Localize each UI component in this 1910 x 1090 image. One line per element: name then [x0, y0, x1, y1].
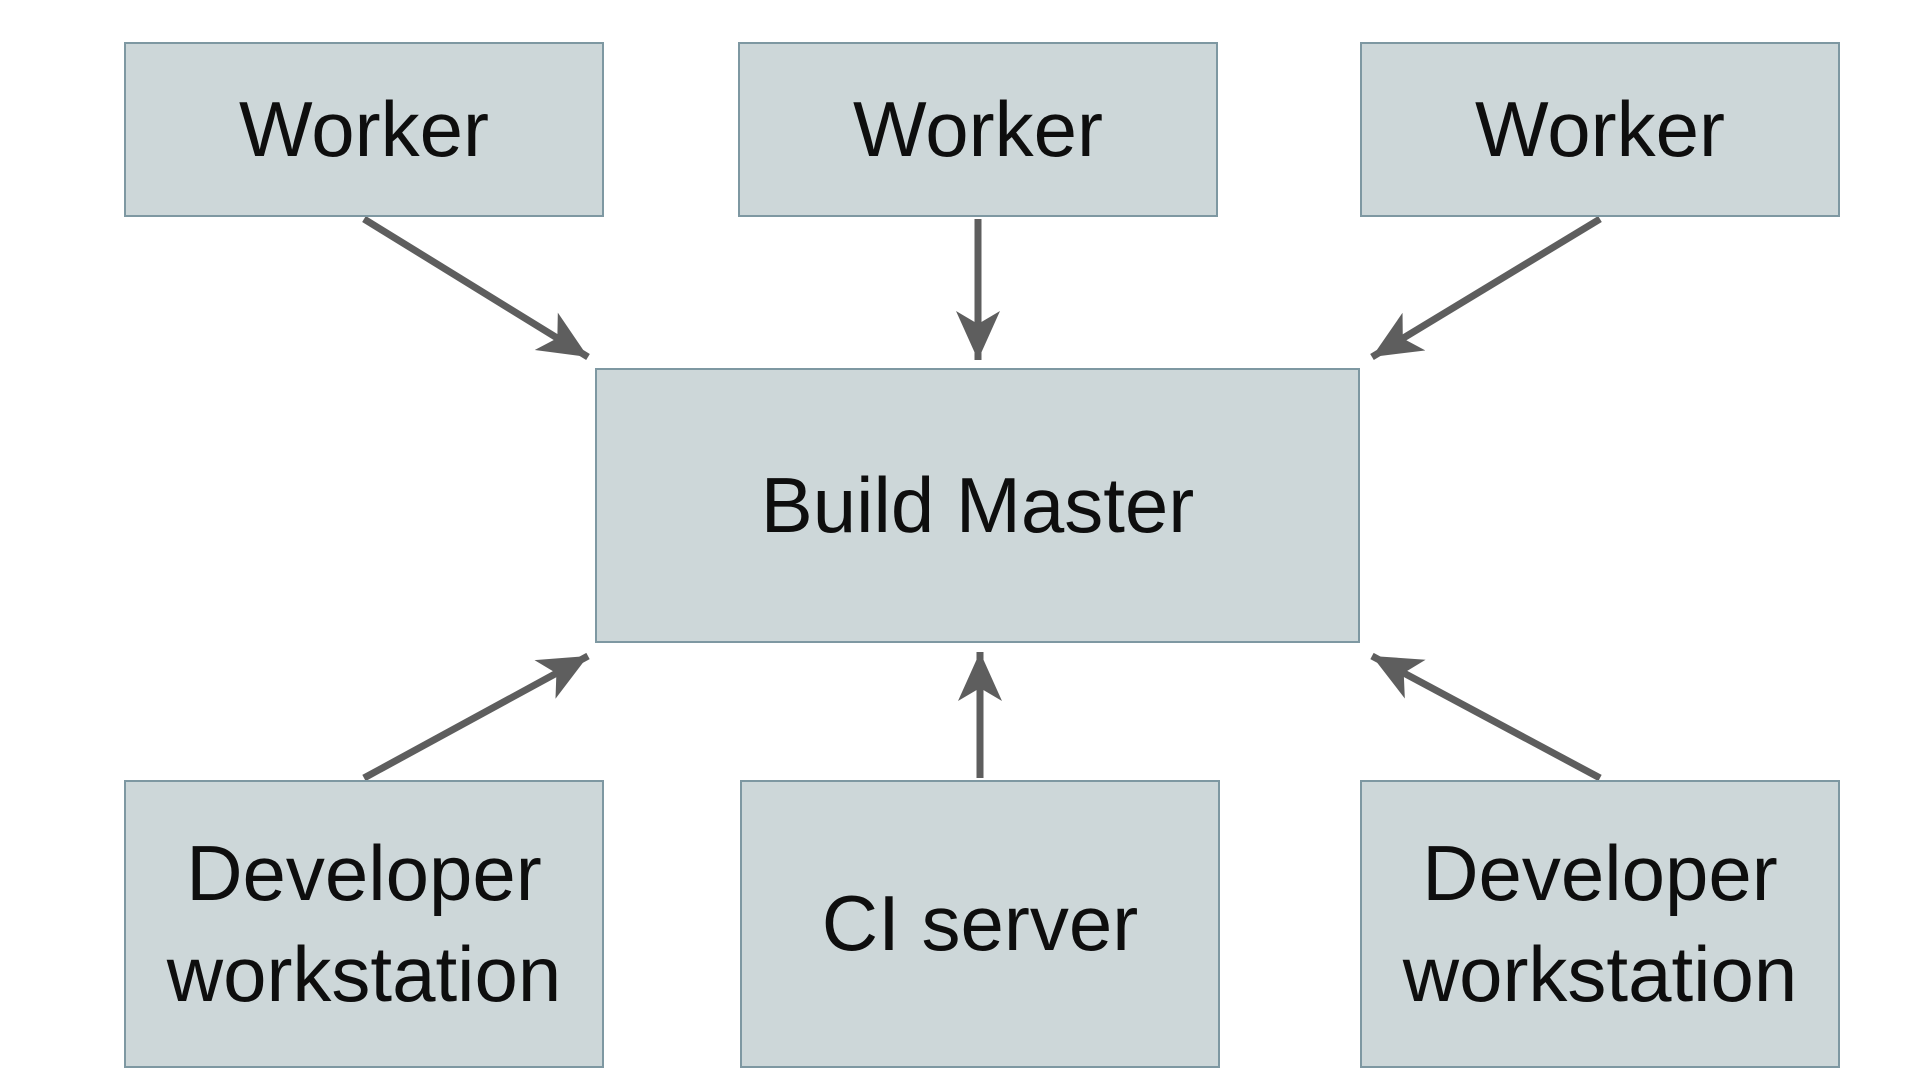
edge-devworkstation1-to-build-master [362, 652, 590, 782]
edge-worker3-to-build-master [1370, 216, 1602, 360]
node-worker-1: Worker [124, 42, 604, 217]
node-build-master: Build Master [595, 368, 1360, 643]
node-developer-workstation-2-label: Developer workstation [1402, 828, 1798, 1018]
node-worker-2: Worker [738, 42, 1218, 217]
node-worker-2-label: Worker [853, 84, 1103, 173]
node-ci-server: CI server [740, 780, 1220, 1068]
edge-devworkstation2-to-build-master [1370, 652, 1602, 782]
node-build-master-label: Build Master [760, 460, 1195, 549]
node-developer-workstation-1-label: Developer workstation [166, 828, 562, 1018]
node-ci-server-label: CI server [821, 879, 1139, 968]
node-worker-1-label: Worker [239, 84, 489, 173]
node-worker-3-label: Worker [1475, 84, 1725, 173]
node-worker-3: Worker [1360, 42, 1840, 217]
edge-worker1-to-build-master [362, 216, 590, 360]
node-developer-workstation-1: Developer workstation [124, 780, 604, 1068]
node-developer-workstation-2: Developer workstation [1360, 780, 1840, 1068]
